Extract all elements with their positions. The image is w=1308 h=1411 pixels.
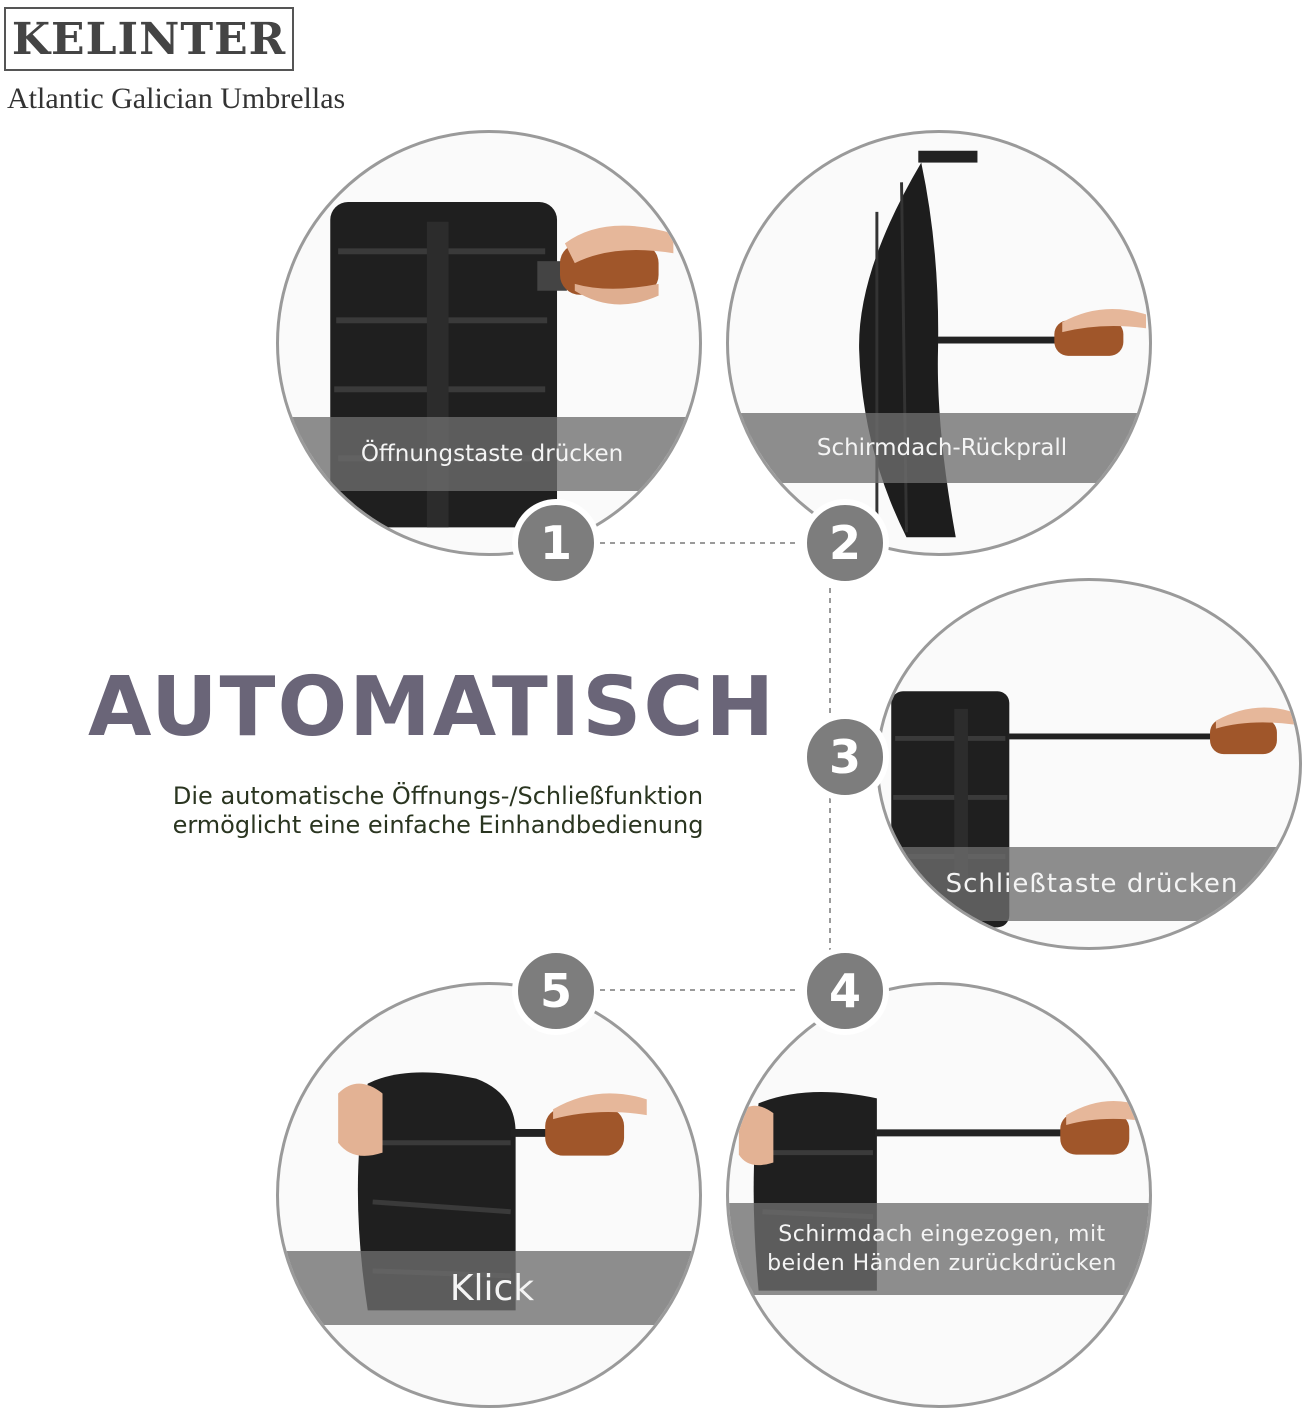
step-4-number: 4: [828, 964, 861, 1018]
step-1-caption: Öffnungstaste drücken: [360, 441, 624, 467]
step-3-badge: 3: [801, 713, 889, 801]
step-2-badge: 2: [801, 499, 889, 587]
step-4-photo-circle: Schirmdach eingezogen, mit beiden Händen…: [726, 982, 1152, 1408]
brand-logo-box: KELINTER: [4, 7, 294, 71]
step-2-caption-band: Schirmdach-Rückprall: [729, 413, 1149, 483]
step-1-photo-circle: Öffnungstaste drücken: [276, 130, 702, 556]
headline: AUTOMATISCH: [88, 660, 777, 755]
brand-name: KELINTER: [11, 13, 287, 65]
step-4-caption-line2: beiden Händen zurückdrücken: [767, 1251, 1117, 1276]
brand-tagline: Atlantic Galician Umbrellas: [7, 82, 346, 115]
step-5-caption: Klick: [449, 1267, 535, 1309]
step-4-caption-line1: Schirmdach eingezogen, mit: [778, 1222, 1106, 1247]
step-4-badge: 4: [801, 947, 889, 1035]
hands-closing-umbrella-illustration: [338, 1072, 647, 1311]
step-2-photo-circle: Schirmdach-Rückprall: [726, 130, 1152, 556]
step-5-badge: 5: [512, 947, 600, 1035]
step-1-number: 1: [539, 516, 572, 570]
step-1-badge: 1: [512, 499, 600, 587]
step-3-number: 3: [828, 730, 861, 784]
step-1-caption-band: Öffnungstaste drücken: [279, 417, 699, 491]
open-umbrella-illustration: [859, 150, 1147, 538]
step-5-number: 5: [539, 964, 572, 1018]
collapsed-umbrella-illustration: [738, 1092, 1146, 1291]
step-4-caption-band: Schirmdach eingezogen, mit beiden Händen…: [729, 1203, 1149, 1295]
step-5-caption-band: Klick: [279, 1251, 699, 1325]
step-3-photo-circle: Schließtaste drücken: [876, 578, 1302, 950]
subline: Die automatische Öffnungs-/Schließfunkti…: [108, 782, 768, 840]
step-2-caption: Schirmdach-Rückprall: [816, 435, 1068, 461]
step-5-photo-circle: Klick: [276, 982, 702, 1408]
subline-line2: ermöglicht eine einfache Einhandbedienun…: [172, 811, 704, 839]
step-2-number: 2: [828, 516, 861, 570]
subline-line1: Die automatische Öffnungs-/Schließfunkti…: [172, 782, 704, 810]
step-3-caption-band: Schließtaste drücken: [879, 847, 1299, 921]
step-3-caption: Schließtaste drücken: [945, 869, 1239, 899]
